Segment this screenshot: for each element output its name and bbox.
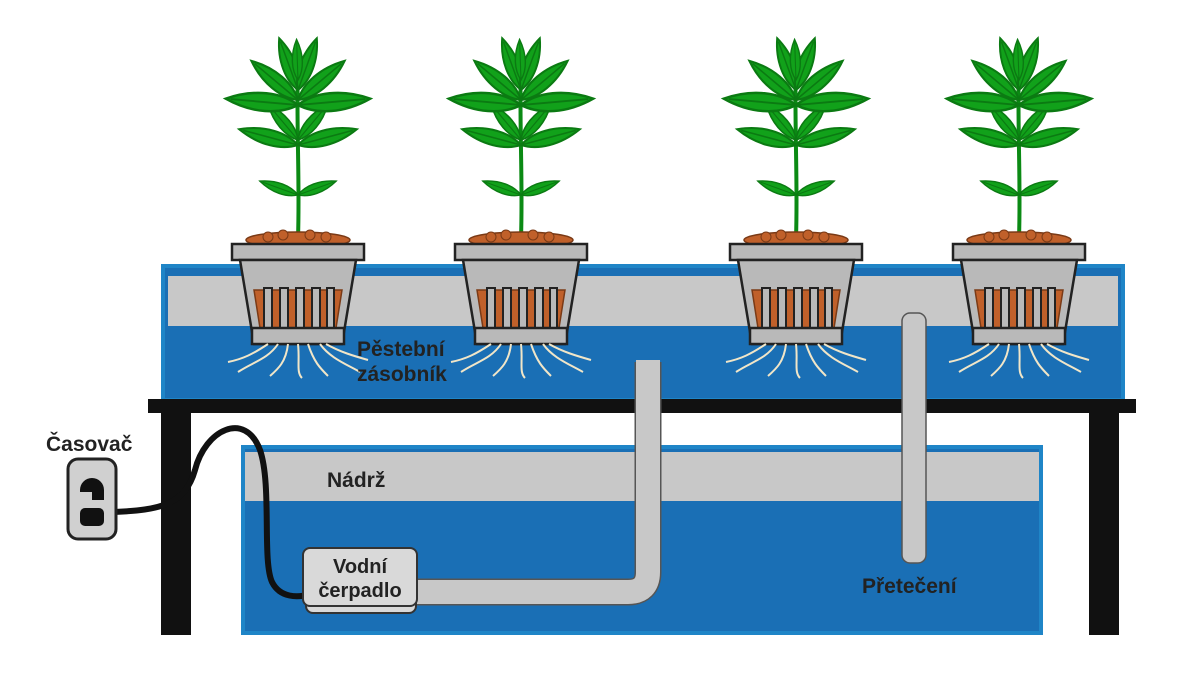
plant-icon: [225, 36, 371, 238]
reservoir-label: Nádrž: [327, 469, 385, 492]
plant-icon: [946, 36, 1092, 238]
pump-label-line2: čerpadlo: [318, 580, 401, 602]
power-cable: [111, 425, 313, 600]
pump-icon: [302, 547, 418, 614]
plant-icon: [723, 36, 869, 238]
pump-label-line1: Vodní: [333, 556, 389, 578]
timer-outlet-icon: [66, 457, 118, 541]
timer-label: Časovač: [46, 432, 133, 456]
overflow-pipe: [901, 312, 927, 564]
plant-icon: [448, 36, 594, 238]
overflow-label: Přetečení: [862, 575, 958, 598]
grow-tray-label-line2: zásobník: [357, 363, 447, 386]
grow-tray-label-line1: Pěstební: [357, 338, 446, 361]
supply-pipe: [395, 360, 662, 606]
